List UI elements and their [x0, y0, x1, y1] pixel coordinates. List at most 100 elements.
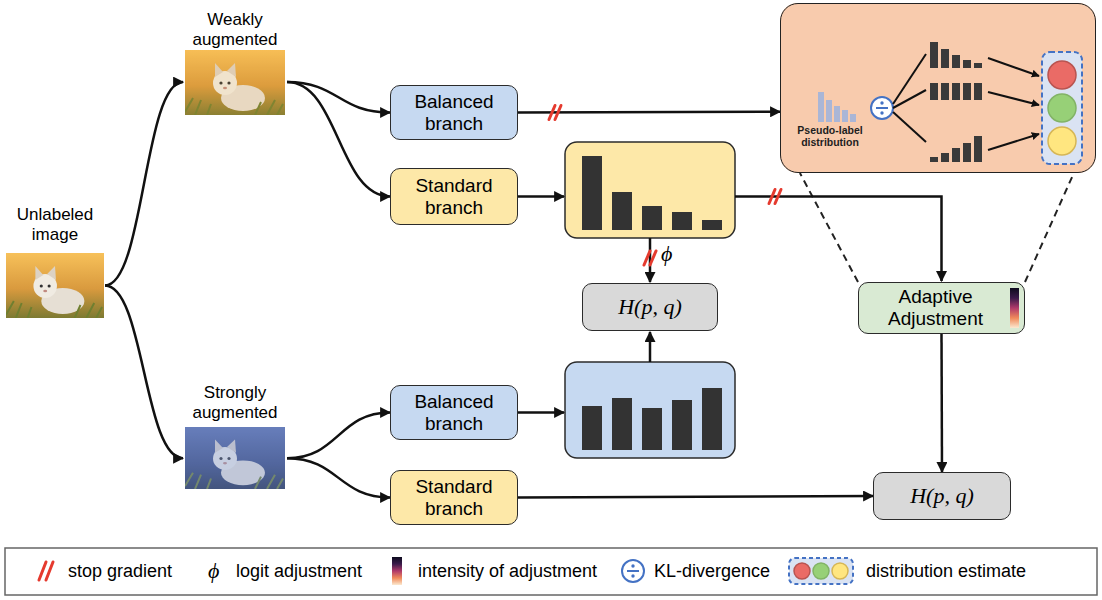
balanced-output-histogram [582, 388, 722, 450]
balanced-output-histogram [672, 400, 692, 450]
panel-lines [988, 134, 1039, 150]
branch-box: Balanced branch [390, 385, 518, 440]
logit-adjustment-symbol: ϕ [661, 241, 672, 266]
legend-item: KL-divergence [620, 555, 770, 587]
candidate-histograms [963, 143, 971, 162]
distribution-estimate-lights [1048, 127, 1076, 155]
intensity-bar [392, 557, 402, 585]
panel-ground [780, 3, 1096, 173]
zoom-guide-line [800, 173, 858, 282]
candidate-histograms [930, 157, 938, 162]
branch-box: Standard branch [390, 470, 518, 525]
distribution-estimate-lights [832, 563, 848, 579]
faded-histogram [850, 114, 856, 122]
stop-gradient-mark [769, 190, 775, 204]
kl-symbol [627, 570, 639, 572]
balanced-output-histogram [565, 362, 735, 458]
legend-sample [392, 555, 418, 587]
stop-gradient-mark [36, 559, 60, 583]
flow-line [518, 411, 564, 414]
branch-box: Standard branch [390, 168, 518, 225]
image-node: Strongly augmented [183, 383, 287, 489]
stop-gradient-mark [549, 106, 555, 120]
stop-gradient-mark [644, 251, 650, 265]
flow-arrow [105, 286, 183, 459]
distribution-estimate-lights [1048, 61, 1076, 89]
balanced-output-histogram [612, 398, 632, 450]
loss-box: H(p, q) [873, 472, 1011, 520]
candidate-histograms [930, 42, 982, 162]
standard-output-histogram [612, 192, 632, 230]
faded-histogram [818, 92, 856, 122]
distribution-estimate-lights [813, 563, 829, 579]
panel-lines [988, 58, 1039, 76]
legend-item: stop gradient [36, 555, 172, 587]
distribution-estimate-lights [794, 563, 810, 579]
stop-gradient-mark [650, 251, 656, 265]
flow-arrow [105, 82, 183, 285]
node-text: Standard branch [397, 175, 511, 219]
standard-output-histogram [582, 156, 722, 230]
kl-symbol [876, 107, 888, 109]
branch-box: Balanced branch [390, 85, 518, 140]
stop-gradient-mark [555, 106, 561, 120]
node-text: H(p, q) [618, 294, 682, 320]
panel-lines [893, 54, 926, 104]
balanced-output-histogram [702, 388, 722, 450]
legend-text: KL-divergence [654, 561, 770, 582]
standard-output-histogram [565, 142, 735, 238]
legend-text: logit adjustment [236, 561, 362, 582]
balanced-output-histogram [642, 408, 662, 450]
unlabeled-photo [6, 253, 104, 318]
candidate-histograms [941, 83, 949, 100]
distribution-estimate-lights [1042, 52, 1082, 164]
stop-gradient-mark [549, 106, 781, 266]
node-text: Balanced branch [397, 391, 511, 435]
standard-output-histogram [642, 206, 662, 230]
intensity-bar [1010, 288, 1019, 328]
weak-photo [185, 50, 285, 115]
loss-box: H(p, q) [582, 283, 718, 331]
flow-arrow [940, 334, 943, 472]
stop-gradient-mark [46, 562, 53, 580]
logit-adjustment-symbol: ϕ [208, 558, 219, 584]
adjustment-box: Adaptive Adjustment [858, 282, 1025, 334]
connectors [105, 82, 1074, 497]
node-text: Strongly augmented [183, 383, 287, 422]
candidate-histograms [963, 60, 971, 68]
distribution-estimate-lights [788, 557, 854, 585]
legend-item: intensity of adjustment [392, 555, 597, 587]
distribution-panel: Pseudo-label distribution [780, 3, 1096, 173]
candidate-histograms [974, 83, 982, 100]
balanced-output-histogram [565, 362, 735, 458]
strong-photo [185, 427, 285, 489]
kl-symbol [871, 97, 893, 119]
node-text: Pseudo-label distribution [786, 124, 874, 148]
legend-sample: ϕ [208, 555, 236, 587]
panel-lines [988, 92, 1039, 105]
candidate-histograms [952, 55, 960, 68]
kl-symbol [631, 564, 634, 567]
label-holder: ϕ [661, 241, 672, 267]
unlabeled-photo [6, 266, 102, 318]
standard-output-histogram [565, 142, 735, 238]
strong-photo [185, 427, 285, 489]
kl-symbol [871, 97, 893, 119]
flow-arrow [287, 413, 390, 459]
kl-symbol [880, 101, 883, 104]
panel-lines [893, 90, 926, 108]
candidate-histograms [941, 153, 949, 162]
kl-symbol [622, 560, 644, 582]
kl-symbol [620, 558, 646, 584]
panel-ground [780, 3, 1096, 173]
distribution-estimate-lights [1042, 52, 1082, 164]
faded-histogram [818, 92, 824, 122]
weak-photo [185, 50, 285, 115]
candidate-histograms [952, 148, 960, 162]
panel-lines [893, 112, 926, 142]
legend-text: intensity of adjustment [418, 561, 597, 582]
